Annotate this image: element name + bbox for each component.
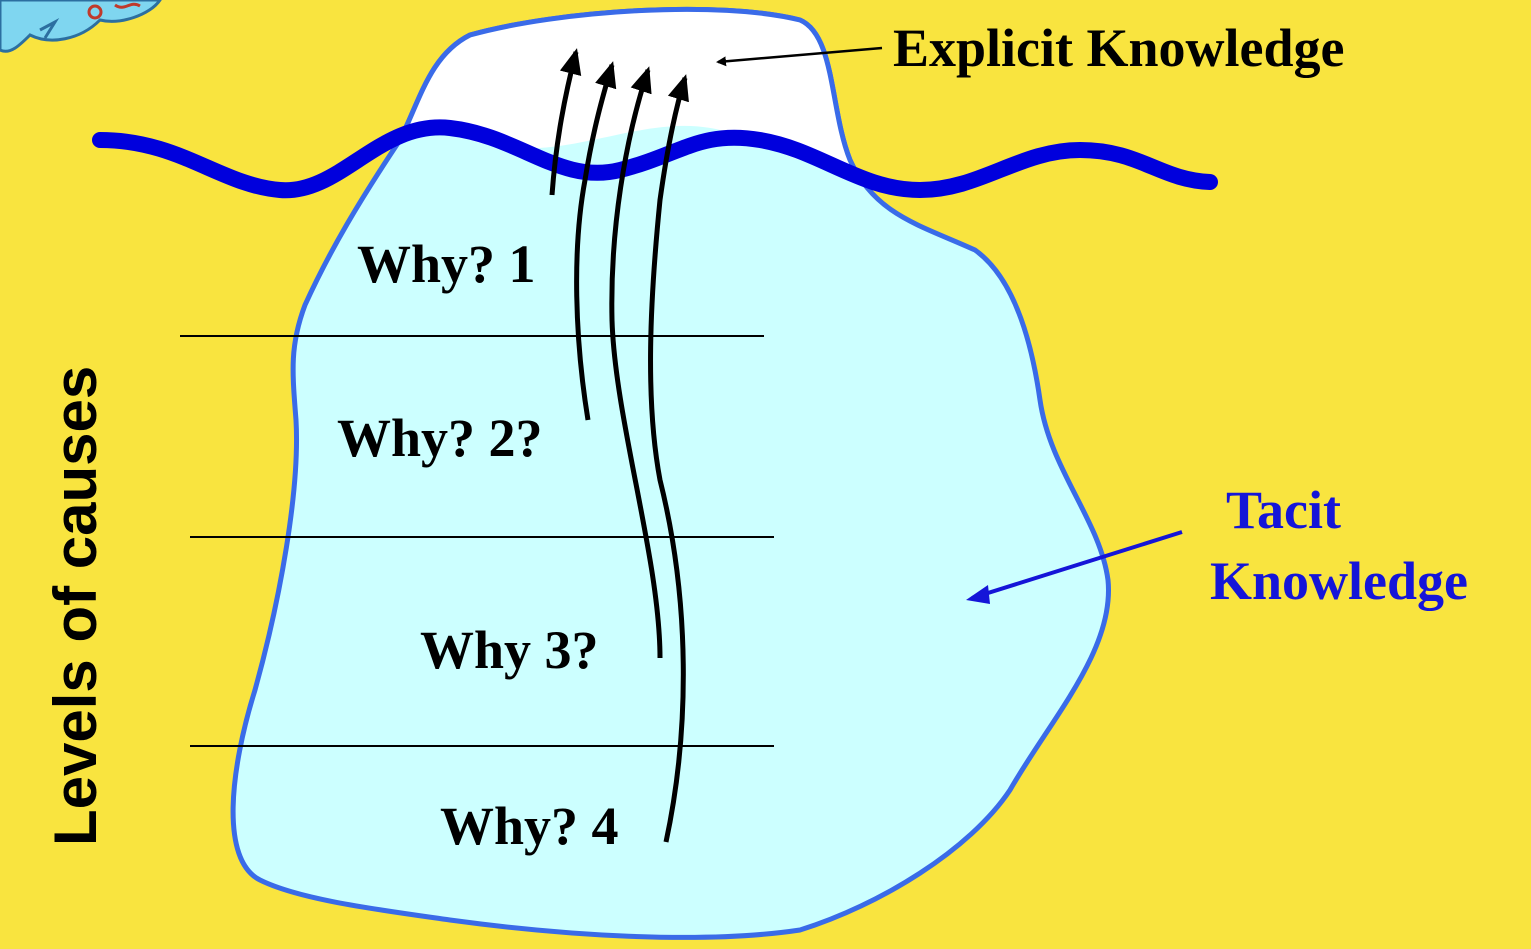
level-label-2: Why? 2? [337, 408, 543, 468]
lizard-logo-icon [0, 0, 162, 53]
explicit-knowledge-label: Explicit Knowledge [893, 18, 1345, 78]
water-line [92, 119, 1218, 199]
level-label-1: Why? 1 [357, 234, 536, 294]
cause-arrow-4 [648, 74, 689, 843]
tacit-knowledge-label-line1: Tacit [1226, 480, 1341, 540]
cause-arrow-2 [574, 61, 617, 421]
level-label-4: Why? 4 [440, 796, 619, 856]
tacit-pointer-arrowhead [966, 585, 990, 604]
cause-arrow-3 [609, 66, 663, 659]
tacit-knowledge-label-line2: Knowledge [1210, 551, 1468, 611]
tacit-pointer-arrow [971, 530, 1183, 600]
explicit-pointer-arrow [716, 46, 883, 67]
cause-arrow-1 [549, 48, 582, 196]
levels-of-causes-axis-label: Levels of causes [42, 366, 109, 846]
level-label-3: Why 3? [420, 620, 599, 680]
